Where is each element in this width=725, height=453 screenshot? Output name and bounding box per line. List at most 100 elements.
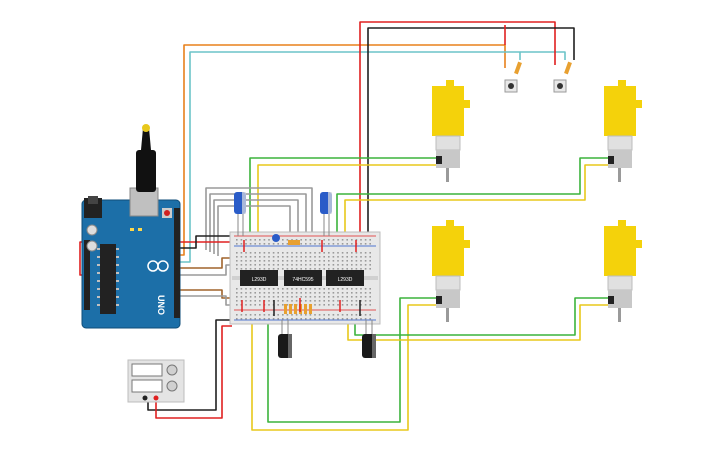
breadboard-hole — [355, 268, 358, 270]
breadboard-hole — [341, 288, 344, 290]
breadboard-hole — [282, 268, 284, 270]
breadboard-hole — [360, 260, 362, 262]
breadboard-hole — [351, 268, 353, 270]
breadboard-hole — [254, 288, 256, 290]
breadboard-hole — [355, 288, 358, 290]
wire-green-m2 — [336, 157, 612, 236]
breadboard-hole — [309, 296, 312, 298]
breadboard-hole — [291, 268, 293, 270]
breadboard-hole — [245, 288, 247, 290]
wire-green-m1 — [249, 157, 440, 236]
breadboard-hole — [282, 256, 284, 258]
breadboard-hole — [268, 252, 270, 254]
breadboard-hole — [236, 268, 238, 270]
breadboard-hole — [323, 314, 325, 316]
breadboard-hole — [236, 296, 238, 298]
breadboard-hole — [249, 318, 252, 320]
breadboard-hole — [346, 288, 348, 290]
breadboard-hole — [328, 292, 330, 294]
breadboard-hole — [309, 268, 312, 270]
breadboard-hole — [277, 292, 279, 294]
breadboard-hole — [249, 243, 252, 245]
breadboard-hole — [286, 256, 289, 258]
breadboard-hole — [318, 304, 321, 306]
breadboard-hole — [249, 256, 252, 258]
motor-4 — [604, 220, 642, 322]
breadboard-hole — [332, 268, 335, 270]
breadboard-hole — [300, 264, 302, 266]
breadboard-hole — [337, 243, 339, 245]
breadboard-hole — [328, 314, 330, 316]
breadboard-hole — [300, 256, 302, 258]
breadboard-hole — [332, 288, 335, 290]
breadboard-hole — [236, 314, 238, 316]
breadboard-hole — [318, 264, 321, 266]
breadboard-hole — [286, 314, 289, 316]
breadboard-hole — [318, 243, 321, 245]
breadboard-hole — [286, 288, 289, 290]
breadboard-hole — [369, 296, 371, 298]
breadboard-hole — [254, 252, 256, 254]
breadboard-hole — [337, 268, 339, 270]
breadboard-hole — [332, 314, 335, 316]
breadboard-hole — [277, 243, 279, 245]
breadboard-hole — [337, 292, 339, 294]
breadboard-hole — [240, 318, 243, 320]
wire-black-top — [367, 27, 575, 236]
breadboard-hole — [277, 304, 279, 306]
breadboard-hole — [309, 252, 312, 254]
breadboard-hole — [332, 296, 335, 298]
breadboard-hole — [323, 304, 325, 306]
breadboard-hole — [263, 256, 266, 258]
breadboard-hole — [314, 256, 316, 258]
breadboard-hole — [282, 318, 284, 320]
breadboard-hole — [249, 296, 252, 298]
breadboard-hole — [254, 260, 256, 262]
breadboard-hole — [272, 260, 275, 262]
breadboard-hole — [309, 292, 312, 294]
breadboard-hole — [272, 256, 275, 258]
wire-yellow-m3 — [251, 304, 440, 431]
breadboard-hole — [300, 268, 302, 270]
breadboard-hole — [323, 300, 325, 302]
breadboard-hole — [300, 300, 302, 302]
breadboard-hole — [309, 300, 312, 302]
breadboard-hole — [272, 288, 275, 290]
breadboard-hole — [236, 300, 238, 302]
breadboard-hole — [369, 264, 371, 266]
breadboard-hole — [351, 288, 353, 290]
breadboard-hole — [314, 314, 316, 316]
breadboard-hole — [291, 252, 293, 254]
breadboard-hole — [263, 292, 266, 294]
breadboard-hole — [259, 256, 261, 258]
breadboard-hole — [300, 252, 302, 254]
breadboard-hole — [254, 292, 256, 294]
breadboard-hole — [254, 239, 256, 241]
breadboard-hole — [236, 243, 238, 245]
breadboard-hole — [355, 239, 358, 241]
breadboard-hole — [309, 264, 312, 266]
breadboard-hole — [277, 260, 279, 262]
breadboard-hole — [240, 239, 243, 241]
breadboard-hole — [337, 300, 339, 302]
breadboard-hole — [351, 239, 353, 241]
breadboard-hole — [245, 318, 247, 320]
breadboard-hole — [268, 318, 270, 320]
breadboard-hole — [314, 260, 316, 262]
breadboard-hole — [277, 268, 279, 270]
breadboard-hole — [305, 252, 307, 254]
breadboard-hole — [272, 268, 275, 270]
breadboard-hole — [295, 239, 298, 241]
motor-3 — [432, 220, 470, 322]
arduino-logo-icon — [147, 260, 169, 272]
arduino-board: UNO — [81, 124, 181, 329]
breadboard-hole — [328, 264, 330, 266]
breadboard-hole — [268, 256, 270, 258]
breadboard-hole — [245, 314, 247, 316]
breadboard-hole — [236, 292, 238, 294]
breadboard-hole — [286, 296, 289, 298]
breadboard-hole — [240, 252, 243, 254]
breadboard-hole — [328, 268, 330, 270]
breadboard-hole — [309, 243, 312, 245]
breadboard-hole — [364, 296, 367, 298]
